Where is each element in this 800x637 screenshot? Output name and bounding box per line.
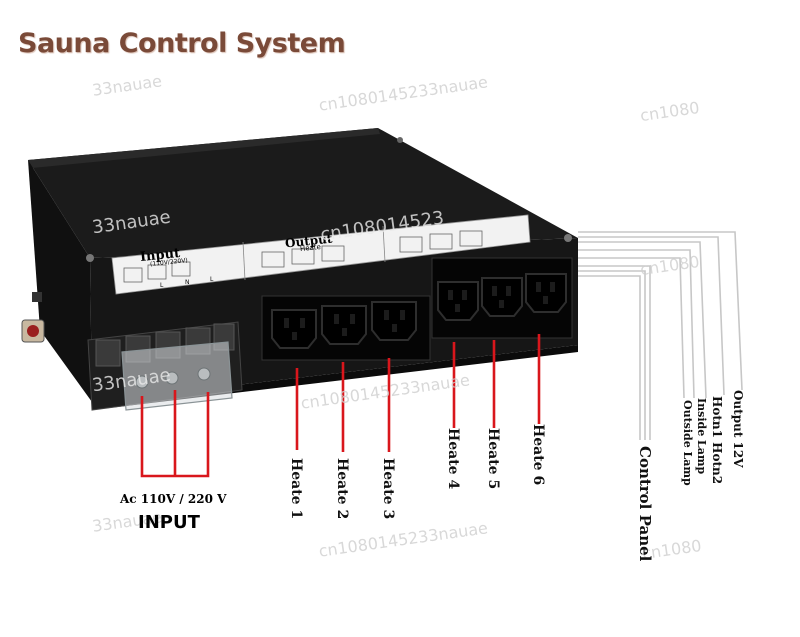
cable-label-control-panel: Control Panel (636, 446, 654, 562)
case-left-side (28, 160, 92, 402)
page-title: Sauna Control System (18, 28, 346, 59)
heater-label-2: Heate 2 (334, 458, 350, 520)
cable-label-hotn: Hotn1 Hotn2 (710, 396, 724, 485)
panel-terminal-n: N (185, 279, 190, 286)
panel-terminal-l2: L (210, 276, 214, 283)
input-voltage-label: Ac 110V / 220 V (120, 492, 227, 506)
heater-label-5: Heate 5 (485, 428, 501, 490)
label-panel (111, 214, 531, 295)
heater-label-4: Heate 4 (445, 428, 461, 490)
case-top-edge (28, 128, 380, 168)
cable-label-inside-lamp: Inside Lamp (695, 398, 708, 475)
input-label: INPUT (138, 512, 200, 533)
heater-label-6: Heate 6 (530, 424, 546, 486)
panel-terminal-l1: L (160, 282, 164, 289)
cable-label-output-12v: Output 12V (731, 390, 745, 468)
heater-label-1: Heate 1 (288, 458, 304, 520)
cable-bundle (578, 231, 743, 440)
cable-label-outside-lamp: Outside Lamp (681, 400, 694, 486)
heater-label-3: Heate 3 (380, 458, 396, 520)
leader-input (140, 390, 210, 478)
